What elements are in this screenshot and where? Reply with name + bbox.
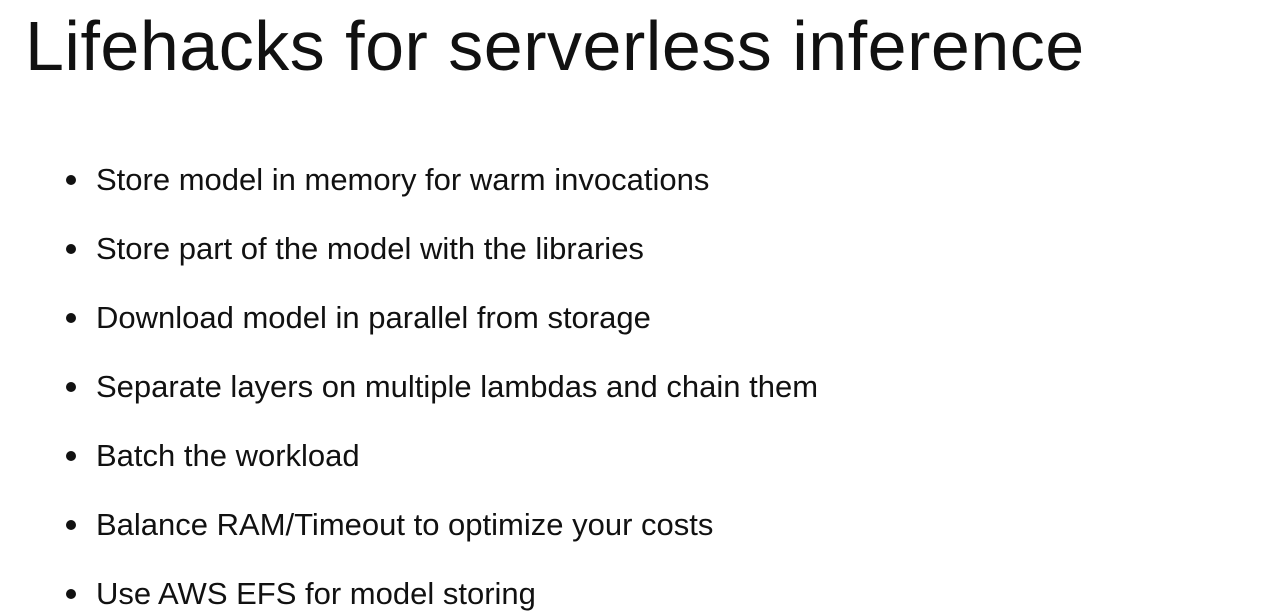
bullet-dot-icon	[66, 382, 76, 392]
bullet-text: Use AWS EFS for model storing	[96, 576, 536, 611]
bullet-item: Store model in memory for warm invocatio…	[66, 158, 818, 227]
bullet-text: Store part of the model with the librari…	[96, 231, 644, 266]
bullet-item: Download model in parallel from storage	[66, 296, 818, 365]
slide-title: Lifehacks for serverless inference	[25, 7, 1085, 85]
bullet-text: Store model in memory for warm invocatio…	[96, 162, 710, 197]
bullet-text: Separate layers on multiple lambdas and …	[96, 369, 819, 404]
bullet-dot-icon	[66, 244, 76, 254]
bullet-item: Balance RAM/Timeout to optimize your cos…	[66, 503, 818, 572]
bullet-item: Batch the workload	[66, 434, 818, 503]
bullet-dot-icon	[66, 451, 76, 461]
bullet-text: Download model in parallel from storage	[96, 300, 651, 335]
bullet-text: Batch the workload	[96, 438, 360, 473]
bullet-text: Balance RAM/Timeout to optimize your cos…	[96, 507, 714, 542]
bullet-item: Use AWS EFS for model storing	[66, 572, 818, 612]
bullet-item: Store part of the model with the librari…	[66, 227, 818, 296]
bullet-list: Store model in memory for warm invocatio…	[66, 158, 818, 612]
bullet-item: Separate layers on multiple lambdas and …	[66, 365, 818, 434]
bullet-dot-icon	[66, 520, 76, 530]
bullet-dot-icon	[66, 589, 76, 599]
bullet-dot-icon	[66, 313, 76, 323]
bullet-dot-icon	[66, 175, 76, 185]
